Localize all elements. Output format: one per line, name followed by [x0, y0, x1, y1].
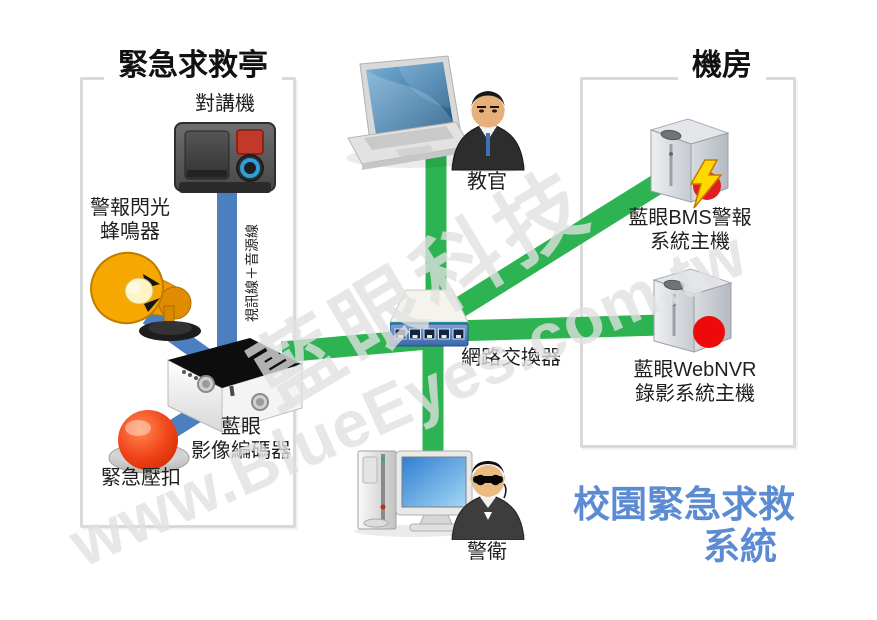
video-encoder-icon — [160, 332, 305, 443]
emergency-button-label: 緊急壓扣 — [101, 467, 181, 489]
cable-label: 視訊線＋音源線 — [244, 224, 260, 322]
laptop-icon — [338, 50, 478, 177]
emergency-button-icon — [103, 404, 195, 481]
caption-line1: 校園緊急求救 — [573, 484, 795, 525]
diagram-caption: 校園緊急求救 系統 — [573, 484, 795, 568]
encoder-label: 藍眼 影像編碼器 — [191, 416, 291, 462]
bms-server-icon — [645, 112, 737, 219]
intercom-icon — [173, 120, 277, 205]
guard-avatar — [446, 450, 530, 545]
nvr-server-icon — [648, 262, 740, 367]
nvr-server-label: 藍眼WebNVR 錄影系統主機 — [633, 359, 757, 405]
instructor-avatar — [446, 78, 530, 177]
bms-server-label: 藍眼BMS警報 系統主機 — [628, 207, 752, 253]
network-switch-icon — [389, 286, 474, 357]
server-room-zone-title: 機房 — [678, 48, 766, 84]
kiosk-zone-title: 緊急求救亭 — [104, 48, 282, 84]
intercom-label: 對講機 — [195, 93, 255, 115]
network-line-switch-to-bms-server — [440, 171, 670, 325]
switch-label: 網路交換器 — [461, 347, 561, 369]
strobe-buzzer-label: 警報閃光 蜂鳴器 — [90, 197, 170, 243]
recording-dot-icon — [693, 316, 725, 348]
lightning-alert-icon — [689, 159, 723, 209]
guard-label: 警衛 — [467, 541, 507, 563]
network-line-switch-to-nvr-server — [451, 314, 663, 342]
strobe-buzzer-icon — [88, 246, 206, 351]
instructor-label: 教官 — [467, 171, 507, 193]
caption-line2: 系統 — [703, 526, 777, 567]
